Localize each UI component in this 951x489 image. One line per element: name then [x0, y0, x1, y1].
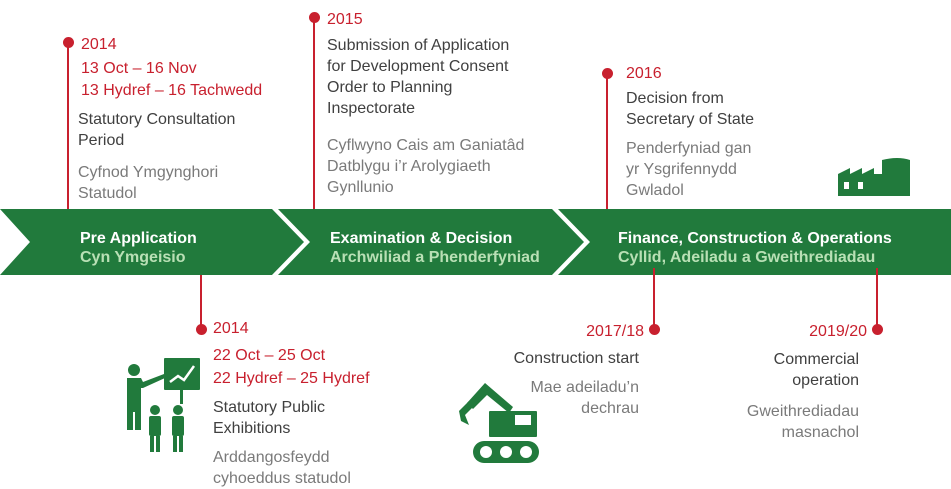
phase-label-pre-application: Pre Application — [80, 230, 197, 247]
event-line — [653, 268, 655, 328]
phase-label-pre-application-cy: Cyn Ymgeisio — [80, 249, 186, 266]
event-date-cy: 13 Hydref – 16 Tachwedd — [81, 82, 263, 99]
phase-arrow-finance — [558, 209, 951, 275]
event-year: 2017/18 — [586, 323, 644, 340]
event-line — [67, 42, 69, 209]
event-date-en: 22 Oct – 25 Oct — [213, 347, 326, 364]
event-line — [200, 275, 202, 328]
event-date-cy: 22 Hydref – 25 Hydref — [213, 370, 370, 387]
phase-label-finance-cy: Cyllid, Adeiladu a Gweithrediadau — [618, 249, 876, 266]
event-dot — [872, 324, 883, 335]
event-dot — [196, 324, 207, 335]
event-year: 2014 — [81, 36, 117, 53]
excavator-icon — [459, 383, 539, 463]
event-line — [876, 268, 878, 328]
phase-arrow-pre-application — [0, 209, 304, 275]
event-dot — [602, 68, 613, 79]
event-year: 2016 — [626, 65, 662, 82]
event-date-en: 13 Oct – 16 Nov — [81, 60, 197, 77]
phase-label-examination: Examination & Decision — [330, 230, 513, 247]
event-year: 2015 — [327, 11, 363, 28]
event-dot — [63, 37, 74, 48]
presentation-people-icon — [127, 358, 200, 452]
factory-icon — [838, 158, 910, 196]
event-title-en: Construction start — [513, 350, 639, 367]
phase-label-examination-cy: Archwiliad a Phenderfyniad — [330, 249, 540, 266]
event-line — [606, 78, 608, 209]
event-year: 2019/20 — [809, 323, 867, 340]
event-line — [313, 18, 315, 209]
event-year: 2014 — [213, 320, 249, 337]
phase-label-finance: Finance, Construction & Operations — [618, 230, 892, 247]
phase-arrow-examination — [278, 209, 584, 275]
event-dot — [309, 12, 320, 23]
event-dot — [649, 324, 660, 335]
